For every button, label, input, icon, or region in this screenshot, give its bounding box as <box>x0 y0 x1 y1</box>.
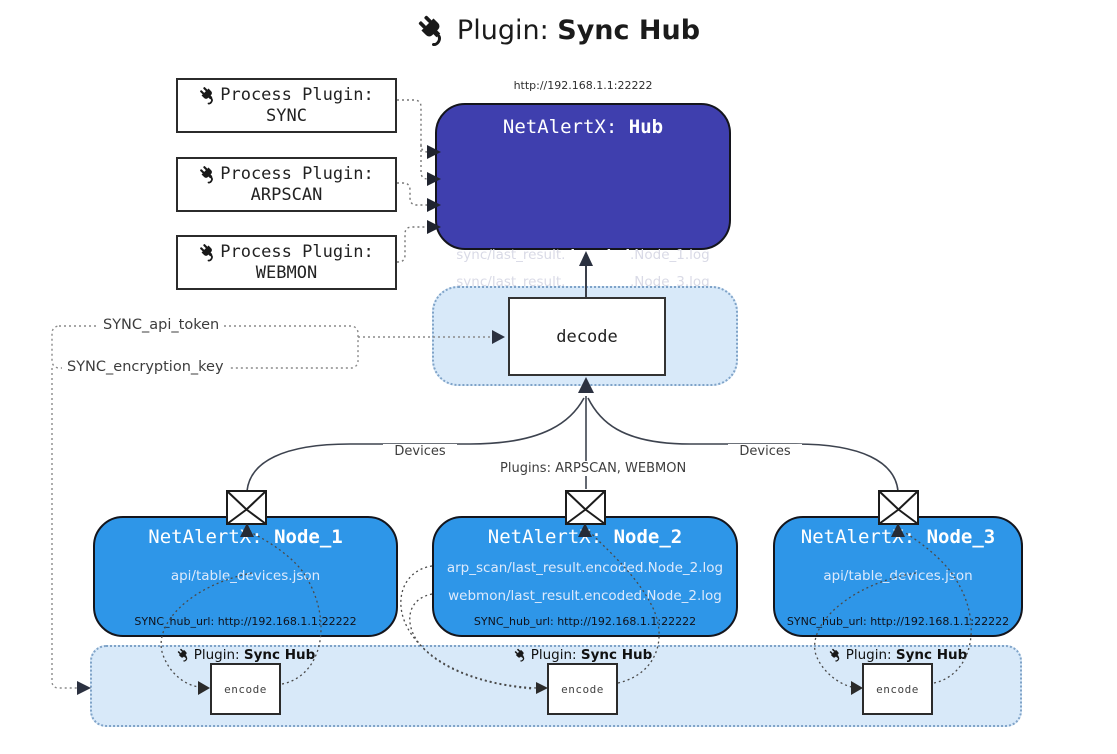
node-file: api/table_devices.json <box>823 568 973 584</box>
node-box-node3: NetAlertX: Node_3 api/table_devices.json… <box>773 516 1023 637</box>
process-to-hub-connectors <box>397 99 431 263</box>
encode-plugin-text: Plugin: Sync Hub <box>846 647 968 663</box>
encode-plugin-text: Plugin: Sync Hub <box>194 647 316 663</box>
log-pre: sync/last_result. <box>456 247 566 263</box>
node-title-bold: Node_3 <box>926 526 996 548</box>
node-title: NetAlertX: Node_1 <box>95 526 396 548</box>
title-bold: Sync Hub <box>557 15 701 46</box>
log-decoded: decoded <box>565 247 630 263</box>
node-file: arp_scan/last_result.encoded.Node_2.log <box>446 560 724 576</box>
encode-box: encode <box>210 663 281 715</box>
decode-label: decode <box>556 326 618 347</box>
hub-url: http://192.168.1.1:22222 <box>513 79 653 92</box>
process-plugin-name: SYNC <box>266 106 307 126</box>
node-title-prefix: NetAlertX: <box>487 526 614 548</box>
encode-box: encode <box>862 663 933 715</box>
process-plugin-name: WEBMON <box>255 263 318 283</box>
node-box-node1: NetAlertX: Node_1 api/table_devices.json… <box>93 516 398 637</box>
encode-plugin-prefix: Plugin: <box>193 647 244 663</box>
encode-plugin-label: Plugin: Sync Hub <box>818 647 978 663</box>
encode-plugin-bold: Sync Hub <box>895 647 968 663</box>
plug-icon <box>417 14 450 47</box>
node-file: webmon/last_result.encoded.Node_2.log <box>448 588 722 604</box>
node-hub-url: SYNC_hub_url: http://192.168.1.1:22222 <box>473 615 697 628</box>
node-title: NetAlertX: Node_3 <box>775 526 1021 548</box>
encode-box: encode <box>547 663 618 715</box>
node-title-prefix: NetAlertX: <box>148 526 275 548</box>
plug-icon <box>514 648 528 662</box>
node-hub-url: SYNC_hub_url: http://192.168.1.1:22222 <box>786 615 1010 628</box>
decode-box: decode <box>508 297 666 376</box>
process-plugin-box-sync: Process Plugin: SYNC <box>176 78 397 133</box>
hub-box: NetAlertX: Hub sync/last_result.decoded.… <box>435 103 731 337</box>
hub-title-prefix: NetAlertX: <box>502 116 629 138</box>
encode-label: encode <box>224 682 267 696</box>
node-file: api/table_devices.json <box>170 568 321 584</box>
encode-label: encode <box>561 682 604 696</box>
plug-icon <box>199 243 218 262</box>
encode-plugin-bold: Sync Hub <box>243 647 316 663</box>
plug-icon <box>199 165 218 184</box>
node-box-node2: NetAlertX: Node_2 arp_scan/last_result.e… <box>432 516 738 637</box>
hub-title-bold: Hub <box>628 116 664 138</box>
log-post: .Node_1.log <box>630 247 710 263</box>
page-title: Plugin: Sync Hub <box>0 14 1117 47</box>
encode-plugin-label: Plugin: Sync Hub <box>503 647 663 663</box>
node-title-prefix: NetAlertX: <box>800 526 927 548</box>
process-plugin-box-arpscan: Process Plugin: ARPSCAN <box>176 157 397 212</box>
process-plugin-label: Process Plugin: <box>220 85 374 105</box>
process-plugin-label: Process Plugin: <box>220 242 374 262</box>
encode-plugin-text: Plugin: Sync Hub <box>531 647 653 663</box>
hub-log-line: sync/last_result.decoded.Node_1.log <box>437 247 729 263</box>
node-hub-url: SYNC_hub_url: http://192.168.1.1:22222 <box>134 615 357 628</box>
secrets-to-band-arrowhead <box>77 681 91 695</box>
plugins-edge-label: Plugins: ARPSCAN, WEBMON <box>500 461 687 476</box>
process-plugin-label: Process Plugin: <box>220 164 374 184</box>
devices-edge-label-right: Devices <box>728 444 802 459</box>
encode-plugin-bold: Sync Hub <box>580 647 653 663</box>
plug-icon <box>829 648 843 662</box>
sync-encryption-key-label: SYNC_encryption_key <box>62 359 229 375</box>
plug-icon <box>199 86 218 105</box>
process-plugin-box-webmon: Process Plugin: WEBMON <box>176 235 397 290</box>
title-prefix: Plugin: <box>456 15 558 46</box>
encode-plugin-prefix: Plugin: <box>845 647 896 663</box>
node-title-bold: Node_1 <box>274 526 343 548</box>
devices-edge-label-left: Devices <box>383 444 457 459</box>
page-title-text: Plugin: Sync Hub <box>457 15 700 46</box>
sync-api-token-label: SYNC_api_token <box>98 317 225 333</box>
node-title: NetAlertX: Node_2 <box>434 526 736 548</box>
encode-plugin-prefix: Plugin: <box>530 647 581 663</box>
plug-icon <box>177 648 191 662</box>
node-title-bold: Node_2 <box>613 526 683 548</box>
encode-plugin-label: Plugin: Sync Hub <box>166 647 326 663</box>
process-plugin-name: ARPSCAN <box>250 185 323 205</box>
encode-label: encode <box>876 682 919 696</box>
hub-title: NetAlertX: Hub <box>437 116 729 138</box>
